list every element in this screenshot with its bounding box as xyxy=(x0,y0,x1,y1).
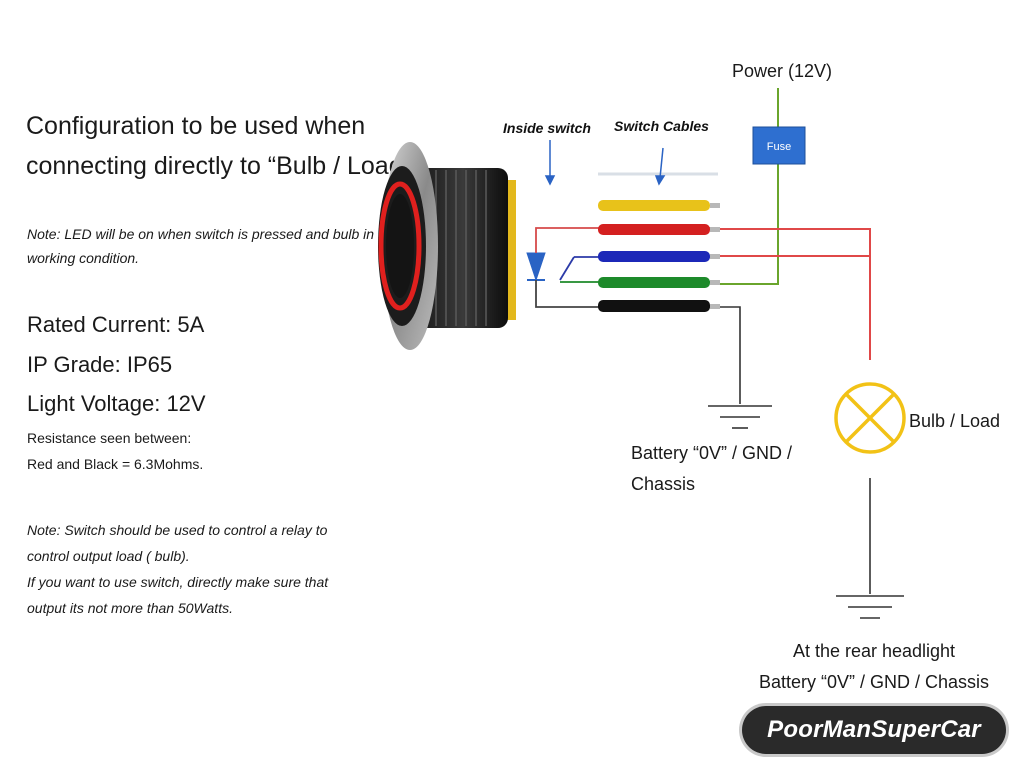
red-wire xyxy=(720,228,871,360)
inside-switch-schematic xyxy=(526,227,720,308)
switch-usage-note: Note: Switch should be used to control a… xyxy=(27,517,328,621)
bulb-label: Bulb / Load xyxy=(909,411,1000,431)
usage-note-line-4: output its not more than 50Watts. xyxy=(27,600,233,616)
black-cable xyxy=(598,300,710,312)
ip-grade: IP Grade: IP65 xyxy=(27,352,173,377)
blue-cable xyxy=(598,251,710,262)
red-cable xyxy=(598,224,710,235)
switch-cap xyxy=(386,194,414,298)
led-diode-symbol xyxy=(526,252,546,282)
ground-symbol-2 xyxy=(836,595,904,619)
green-cable xyxy=(598,277,710,288)
led-note-line-1: Note: LED will be on when switch is pres… xyxy=(27,226,375,242)
usage-note-line-1: Note: Switch should be used to control a… xyxy=(27,522,328,538)
switch-cables xyxy=(598,172,720,312)
fuse-label: Fuse xyxy=(767,141,791,153)
gnd1-label-line-1: Battery “0V” / GND / xyxy=(631,443,792,463)
usage-note-line-3: If you want to use switch, directly make… xyxy=(27,574,329,590)
power-label: Power (12V) xyxy=(732,61,832,81)
resistance-label: Resistance seen between: xyxy=(27,430,192,446)
brand-logo: PoorManSuperCar xyxy=(742,706,1006,754)
label-arrows xyxy=(544,140,666,186)
switch-cables-label: Switch Cables xyxy=(614,118,709,134)
diagram-title: Configuration to be used when connecting… xyxy=(26,106,411,186)
yellow-cable xyxy=(598,200,710,211)
title-line-1: Configuration to be used when xyxy=(26,112,366,140)
external-wiring xyxy=(720,88,871,594)
ground-symbol-1 xyxy=(708,405,772,429)
light-voltage: Light Voltage: 12V xyxy=(27,391,206,416)
fuse-box xyxy=(752,126,806,165)
usage-note-line-2: control output load ( bulb). xyxy=(27,548,190,564)
led-note-line-2: working condition. xyxy=(27,250,140,266)
led-note: Note: LED will be on when switch is pres… xyxy=(27,222,374,270)
push-button-switch xyxy=(378,142,516,350)
bulb-load-symbol xyxy=(834,382,906,454)
inside-switch-label: Inside switch xyxy=(503,120,591,136)
gnd1-label-line-2: Chassis xyxy=(631,474,695,494)
rated-current: Rated Current: 5A xyxy=(27,312,205,337)
brand-logo-text: PoorManSuperCar xyxy=(767,716,981,743)
led-ring xyxy=(378,181,422,311)
switch-contact xyxy=(559,256,575,281)
title-line-2: connecting directly to “Bulb / Load” xyxy=(26,152,411,180)
gnd2-label-line-1: At the rear headlight xyxy=(793,641,955,661)
gnd2-label-line-2: Battery “0V” / GND / Chassis xyxy=(759,672,989,692)
resistance-value: Red and Black = 6.3Mohms. xyxy=(27,456,204,472)
ground-wire-1 xyxy=(720,306,741,404)
power-wire xyxy=(720,88,779,285)
